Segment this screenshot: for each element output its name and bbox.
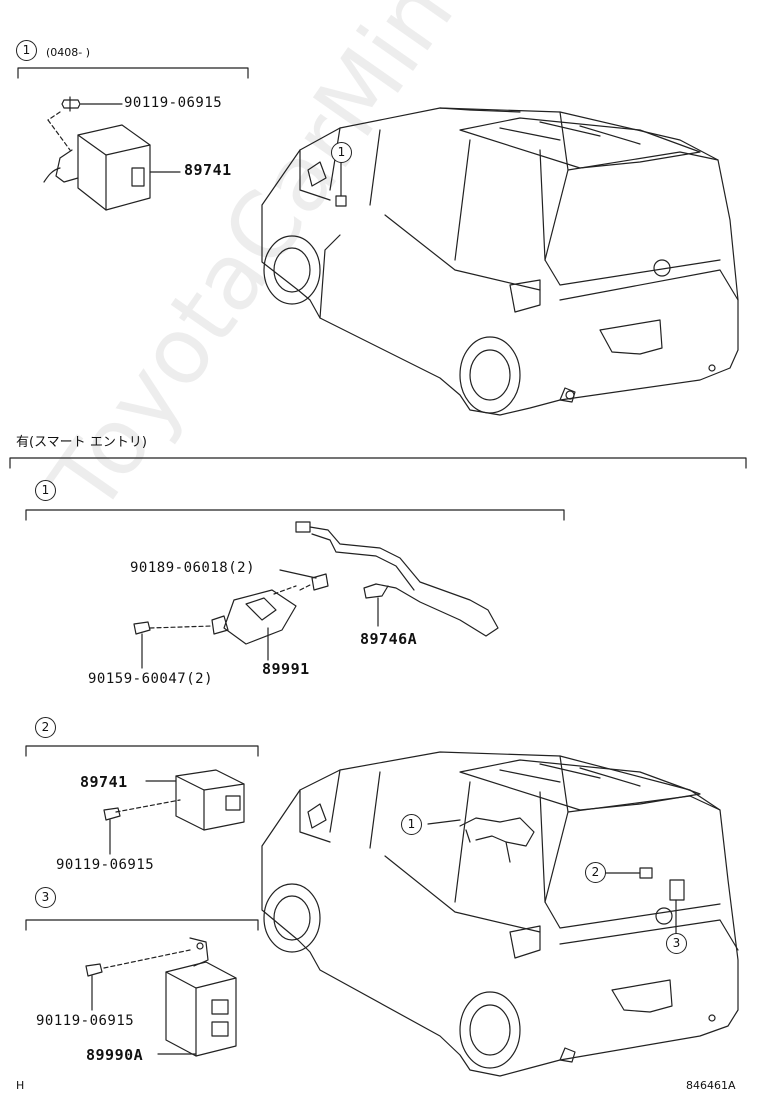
module-89741-top (43, 124, 181, 211)
part-number-89746A: 89746A (360, 630, 418, 648)
car-bottom-callout-1: 1 (401, 814, 422, 835)
part-number-90119-s2: 90119-06915 (56, 857, 155, 873)
part-number-90189: 90189-06018(2) (130, 560, 256, 576)
part-number-90119-top: 90119-06915 (124, 95, 223, 111)
footer-left-code: H (16, 1079, 25, 1092)
part-number-89990A: 89990A (86, 1046, 144, 1064)
callout-3: 3 (35, 887, 56, 908)
car-bottom-callout-2: 2 (585, 862, 606, 883)
harness-89746A (295, 521, 499, 637)
section-bracket-smart (9, 457, 747, 469)
module-89741-s2 (115, 769, 245, 831)
smart-entry-header: 有(スマート エントリ) (16, 435, 147, 450)
part-number-89991: 89991 (262, 660, 310, 678)
bolt-top (61, 96, 123, 112)
part-number-90119-s3: 90119-06915 (36, 1013, 135, 1029)
section-date-note: (0408- ) (46, 46, 91, 59)
section-bracket-smart-1 (25, 509, 565, 521)
part-number-89741-s2: 89741 (80, 773, 128, 791)
section-bracket-top (17, 67, 249, 79)
bracket-89991 (149, 569, 329, 661)
car-top (261, 107, 739, 416)
callout-2: 2 (35, 717, 56, 738)
section-bracket-2 (25, 745, 259, 757)
bolt-s2 (103, 807, 121, 855)
part-number-90159: 90159-60047(2) (88, 671, 214, 687)
car-top-callout-1: 1 (331, 142, 352, 163)
part-number-89741-top: 89741 (184, 161, 232, 179)
ecu-89990A (103, 937, 237, 1057)
car-bottom-callout-3: 3 (666, 933, 687, 954)
callout-1-smart: 1 (35, 480, 56, 501)
bolt-90159 (133, 621, 151, 669)
car-bottom (261, 751, 739, 1077)
illustration-number: 846461A (686, 1079, 736, 1092)
bolt-s3 (85, 963, 103, 1011)
section-bracket-3 (25, 919, 259, 931)
callout-1-top: 1 (16, 40, 37, 61)
